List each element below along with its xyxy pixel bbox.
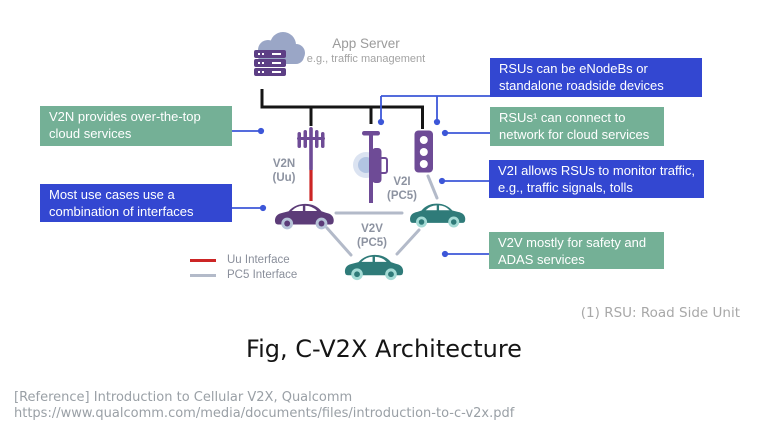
callout-v2n: V2N provides over-the-top cloud services: [40, 106, 232, 146]
v2v-link-line-left: [325, 226, 353, 257]
legend-item-uu: Uu Interface: [190, 254, 290, 266]
v2i-link-line: [426, 174, 439, 200]
reference-text: [Reference] Introduction to Cellular V2X…: [14, 390, 515, 421]
cloud-server-icon: [254, 32, 305, 76]
connector-v2i-callout: [438, 177, 489, 185]
v2v-link-line-right: [395, 228, 421, 256]
cell-tower-icon: [297, 127, 325, 171]
car-teal-right-icon: [410, 203, 466, 228]
legend-item-pc5: PC5 Interface: [190, 269, 297, 281]
roadside-unit-icon: [353, 131, 388, 203]
app-server-subtitle: e.g., traffic management: [306, 53, 426, 65]
legend-uu-label: Uu Interface: [227, 254, 290, 266]
uu-line-swatch: [190, 258, 216, 262]
traffic-light-icon: [414, 130, 433, 173]
connector-v2v-callout: [441, 250, 492, 258]
pc5-line-swatch: [190, 273, 216, 277]
label-v2v-pc5: V2V (PC5): [356, 223, 388, 249]
car-teal-bottom-icon: [344, 254, 404, 281]
legend-pc5-label: PC5 Interface: [227, 269, 298, 281]
car-purple-icon: [274, 203, 334, 230]
figure-title: Fig, C-V2X Architecture: [246, 335, 522, 363]
connector-most-use-callout: [232, 204, 267, 212]
connector-v2n-callout: [232, 127, 265, 135]
connector-rsu-network-callout: [441, 129, 490, 137]
callout-v2v: V2V mostly for safety and ADAS services: [489, 232, 664, 269]
label-v2n-uu: V2N (Uu): [272, 158, 296, 184]
callout-connectors: [232, 95, 492, 258]
label-v2i-pc5: V2I (PC5): [386, 176, 418, 202]
callout-rsu-enodeb: RSUs can be eNodeBs or standalone roadsi…: [490, 58, 702, 97]
app-server-title: App Server: [332, 36, 400, 51]
callout-rsu-network: RSUs¹ can connect to network for cloud s…: [490, 107, 664, 146]
connector-rsu-enodeb-callout: [377, 95, 490, 126]
callout-v2i: V2I allows RSUs to monitor traffic, e.g.…: [489, 160, 704, 198]
callout-most-use-cases: Most use cases use a combination of inte…: [40, 184, 232, 222]
rsu-footnote: (1) RSU: Road Side Unit: [580, 305, 740, 321]
network-bus-line: [260, 89, 424, 129]
